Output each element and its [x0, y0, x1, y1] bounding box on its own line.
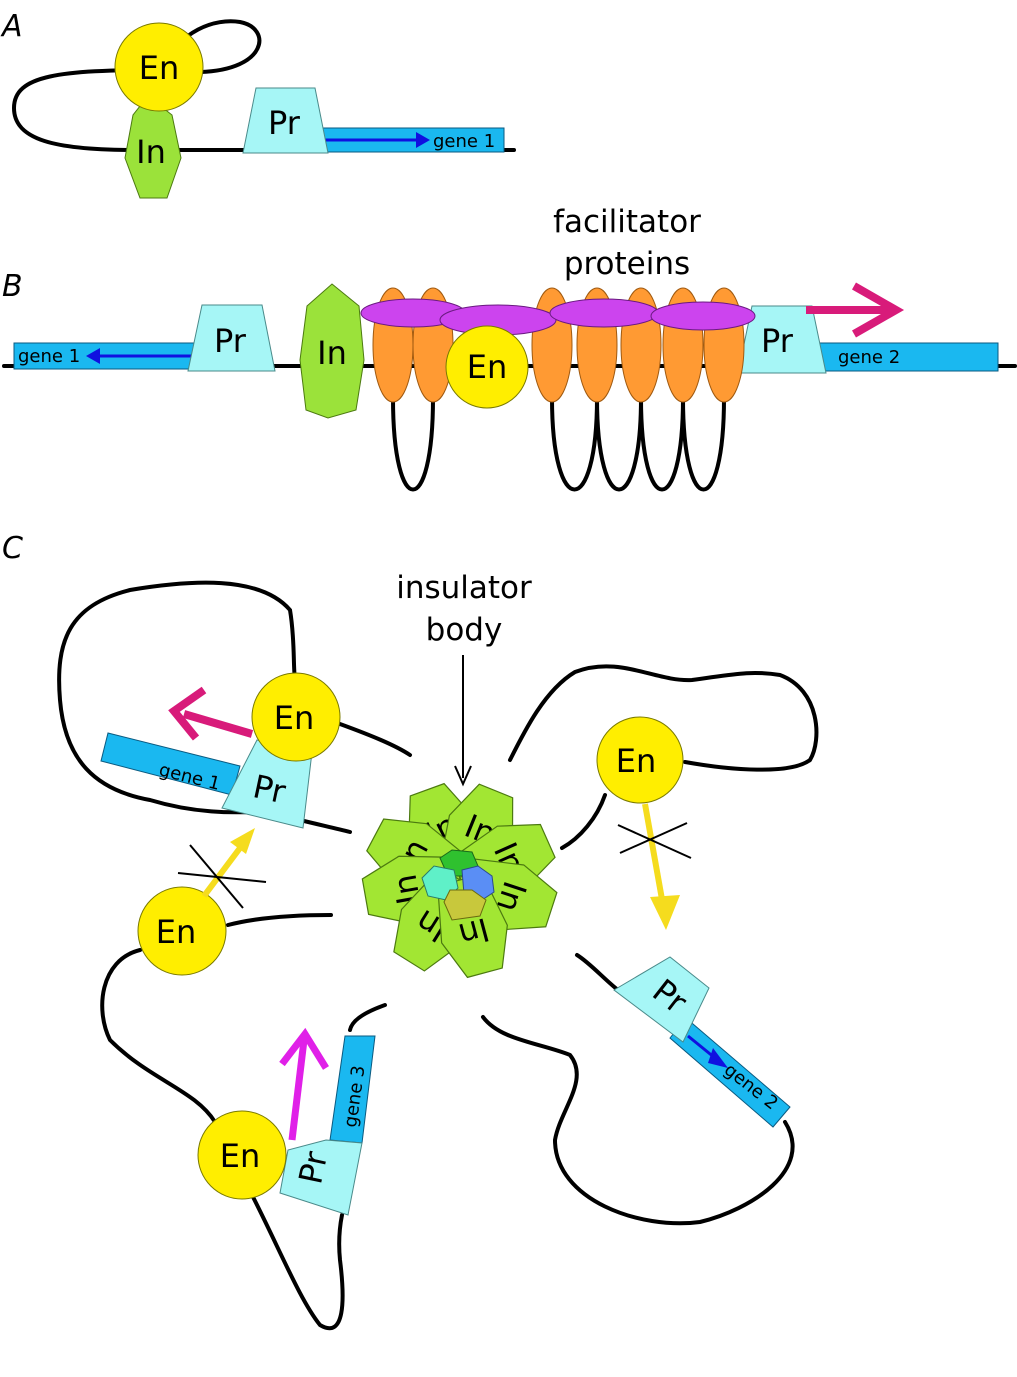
panel-c-blocked-arrow-left [177, 828, 267, 909]
panel-b-gene1-label: gene 1 [18, 346, 80, 367]
core-protein [443, 889, 487, 921]
panel-c-chromatin [57, 580, 819, 1331]
facilitator-caption-line2: proteins [564, 246, 690, 282]
panel-c-enhancer-left-label: En [156, 913, 197, 951]
panel-b-promoter-gene1-label: Pr [214, 322, 247, 360]
panel-c-gene2: gene 2 [669, 1017, 791, 1128]
panel-a-enhancer-label: En [139, 49, 180, 87]
block-cross-icon [617, 822, 692, 859]
panel-c-activation-arrow-gene1 [168, 686, 254, 741]
panel-c-promoter-gene3 [279, 1139, 363, 1216]
panel-b-enhancer-label: En [467, 348, 508, 386]
panel-a-insulator-label: In [136, 133, 166, 171]
panel-a-enhancer [114, 22, 204, 112]
panel-b-promoter-gene2-label: Pr [761, 322, 794, 360]
panel-c-gene2-direction-arrow [687, 1034, 716, 1060]
panel-b-activation-arrow [806, 282, 905, 338]
panel-b-label: B [2, 269, 23, 304]
panel-b-loop [639, 396, 685, 492]
panel-c-gene3: gene 3 [329, 1035, 376, 1144]
insulator-body-caption-line2: body [426, 612, 503, 648]
panel-b-insulator [299, 283, 365, 419]
panel-c-enhancer-left [137, 886, 227, 976]
panel-c-enhancer-right-label: En [616, 742, 657, 780]
panel-a-insulator [124, 95, 182, 199]
panel-c-activation-arrow-gene3 [279, 1027, 329, 1141]
insulator-body-pointer [454, 655, 472, 787]
panel-b-gene2-label: gene 2 [838, 347, 900, 368]
panel-b-promoter-gene1 [187, 304, 276, 372]
insulator-body: In In In In In In In In [358, 777, 563, 983]
panel-c: C insulator body gene 1 [2, 531, 819, 1331]
panel-b-insulator-label: In [317, 334, 347, 372]
panel-b-loop [550, 396, 599, 492]
panel-b-loop [391, 396, 435, 492]
facilitator-caption-line1: facilitator [553, 204, 701, 240]
panel-b-loop [595, 396, 643, 492]
panel-c-enhancer-right [596, 716, 684, 804]
panel-a-promoter [242, 87, 329, 154]
panel-a-label: A [0, 9, 23, 44]
panel-c-blocked-arrow-right [617, 803, 692, 930]
panel-c-enhancer-gene1-label: En [274, 699, 315, 737]
panel-a-promoter-label: Pr [268, 104, 301, 142]
panel-b-enhancer [445, 325, 529, 409]
insulator-body-caption-line1: insulator [396, 570, 532, 606]
panel-c-promoter-gene2 [613, 956, 710, 1043]
bridging-proteins [360, 298, 756, 336]
panel-b-loop [681, 396, 726, 492]
panel-c-label: C [2, 531, 23, 566]
panel-a-gene1-label: gene 1 [433, 131, 495, 152]
panel-b: B facilitator proteins gene 1 gene 2 Pr … [2, 204, 1017, 492]
block-cross-icon [177, 844, 267, 909]
panel-a: A gene 1 Pr In En [0, 9, 516, 199]
panel-c-enhancer-gene3 [197, 1110, 287, 1200]
panel-c-enhancer-gene1 [251, 672, 341, 762]
bridging-protein [650, 301, 756, 331]
panel-c-gene1: gene 1 [100, 732, 241, 796]
bridging-protein [549, 298, 659, 328]
panel-c-enhancer-gene3-label: En [220, 1137, 261, 1175]
